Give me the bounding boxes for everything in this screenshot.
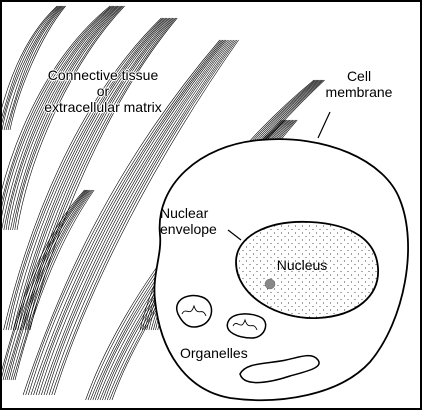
fiber-strand [13,6,122,230]
cell-membrane-pointer [318,112,330,138]
cell-membrane-label-line1: Cell [314,68,404,84]
mitochondrion-2 [227,314,265,338]
cell-membrane-label-line2: membrane [314,84,404,100]
connective-tissue-label-line3: extracellular matrix [28,99,178,115]
connective-tissue-label: Connective tissue or extracellular matri… [28,67,178,115]
nucleus-label: Nucleus [262,257,342,273]
fiber-strand [25,18,174,330]
cell-membrane-label: Cell membrane [314,68,404,100]
fiber-strand [13,18,167,330]
fiber-strand [0,6,110,230]
nuclear-envelope-label-line1: Nuclear [160,205,230,221]
organelles-label-text: Organelles [180,345,248,361]
fiber-strand [18,18,170,330]
fiber-strand [15,6,123,230]
organelles-label: Organelles [180,345,270,361]
connective-tissue-label-line2: or [28,83,178,99]
nucleolus [265,279,275,289]
connective-tissue-label-line1: Connective tissue [28,67,178,83]
fiber-strand [6,6,118,230]
nuclear-envelope-label-line2: envelope [160,221,230,237]
nuclear-envelope-label: Nuclear envelope [160,205,230,237]
nucleus-label-text: Nucleus [277,257,328,273]
